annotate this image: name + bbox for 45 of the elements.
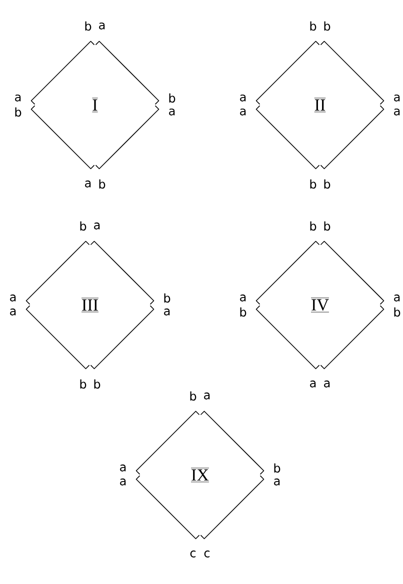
ring-diagram: I (30, 40, 160, 170)
end-letter: b (394, 307, 400, 317)
end-letter: a (394, 294, 400, 302)
end-letter: b (164, 293, 170, 303)
end-letter: a (164, 308, 170, 316)
end-letter: a (310, 380, 316, 388)
end-letter: a (204, 392, 210, 400)
end-letter: a (10, 294, 16, 302)
end-letter: a (394, 94, 400, 102)
end-letter: a (120, 464, 126, 472)
end-letter: c (204, 550, 210, 558)
end-letter: b (310, 21, 316, 31)
end-letter: b (240, 307, 246, 317)
end-letter: b (99, 179, 106, 189)
end-letter: a (240, 108, 246, 116)
end-letter: a (10, 308, 16, 316)
end-letter: a (394, 108, 400, 116)
end-letter: a (324, 380, 330, 388)
end-letter: b (15, 107, 22, 117)
end-letter: a (94, 222, 100, 230)
ring-diagram: III (26, 240, 154, 370)
end-letter: b (190, 391, 196, 401)
end-letter: b (80, 379, 86, 389)
end-letter: a (169, 108, 175, 116)
end-letter: a (15, 94, 21, 102)
end-letter: b (310, 179, 316, 189)
end-letter: b (324, 221, 330, 231)
ring-diagram: IX (136, 410, 264, 540)
end-letter: b (94, 379, 100, 389)
end-letter: b (169, 93, 176, 103)
end-letter: a (240, 94, 246, 102)
end-letter: a (240, 294, 246, 302)
end-letter: a (274, 478, 280, 486)
end-letter: b (80, 221, 86, 231)
ring-diagram: II (256, 40, 384, 170)
end-letter: a (120, 478, 126, 486)
end-letter: c (190, 550, 196, 558)
end-letter: b (274, 463, 280, 473)
end-letter: a (85, 180, 91, 188)
ring-diagram: IV (256, 240, 384, 370)
end-letter: b (324, 179, 330, 189)
end-letter: a (99, 22, 105, 30)
end-letter: b (324, 21, 330, 31)
end-letter: b (310, 221, 316, 231)
end-letter: b (85, 21, 92, 31)
